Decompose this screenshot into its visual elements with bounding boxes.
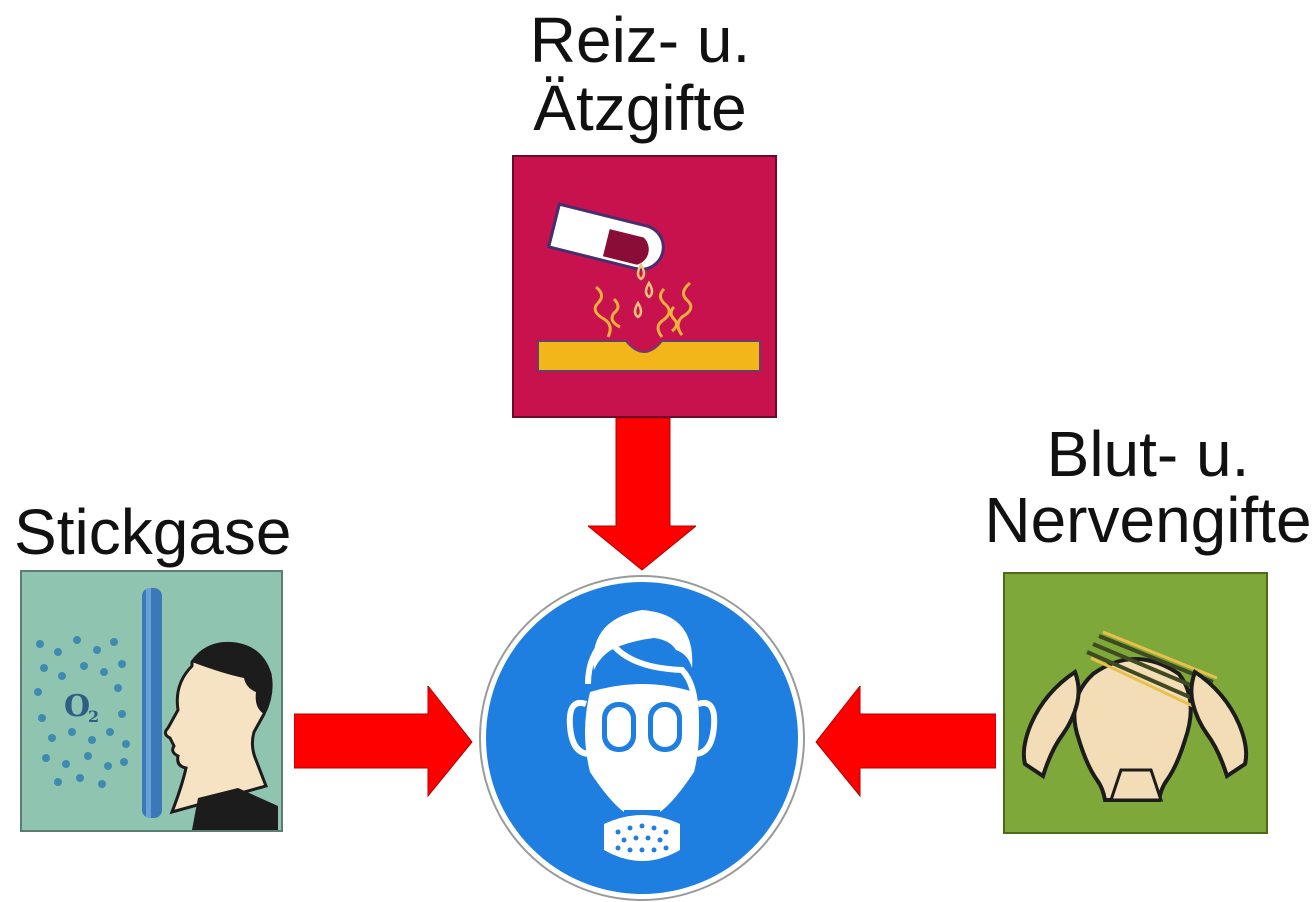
arrow-left-icon xyxy=(815,686,996,798)
arrow-down-icon xyxy=(588,418,696,571)
man-oxygen-barrier-icon: O 2 xyxy=(22,572,281,830)
irritant-corrosive-label: Reiz- u. Ätzgifte xyxy=(470,8,810,144)
irritant-label-line2: Ätzgifte xyxy=(533,72,747,144)
irritant-label-line1: Reiz- u. xyxy=(529,4,751,76)
asphyxiant-hazard-tile: O 2 xyxy=(20,570,283,832)
oxygen-symbol: O xyxy=(64,689,90,724)
head-pain-icon xyxy=(1005,574,1266,832)
blood-nerve-label: Blut- u. Nervengifte xyxy=(980,422,1316,554)
arrow-right-icon xyxy=(294,686,473,798)
blood-nerve-hazard-tile xyxy=(1003,572,1268,834)
respirator-mask-icon xyxy=(479,575,805,901)
corrosive-hazard-tile xyxy=(512,155,777,418)
blood-nerve-label-line2: Nervengifte xyxy=(984,484,1312,556)
test-tube-acid-icon xyxy=(514,157,775,416)
blood-nerve-label-line1: Blut- u. xyxy=(1046,418,1250,490)
asphyxiant-label: Stickgase xyxy=(14,496,292,568)
oxygen-subscript: 2 xyxy=(88,707,99,726)
